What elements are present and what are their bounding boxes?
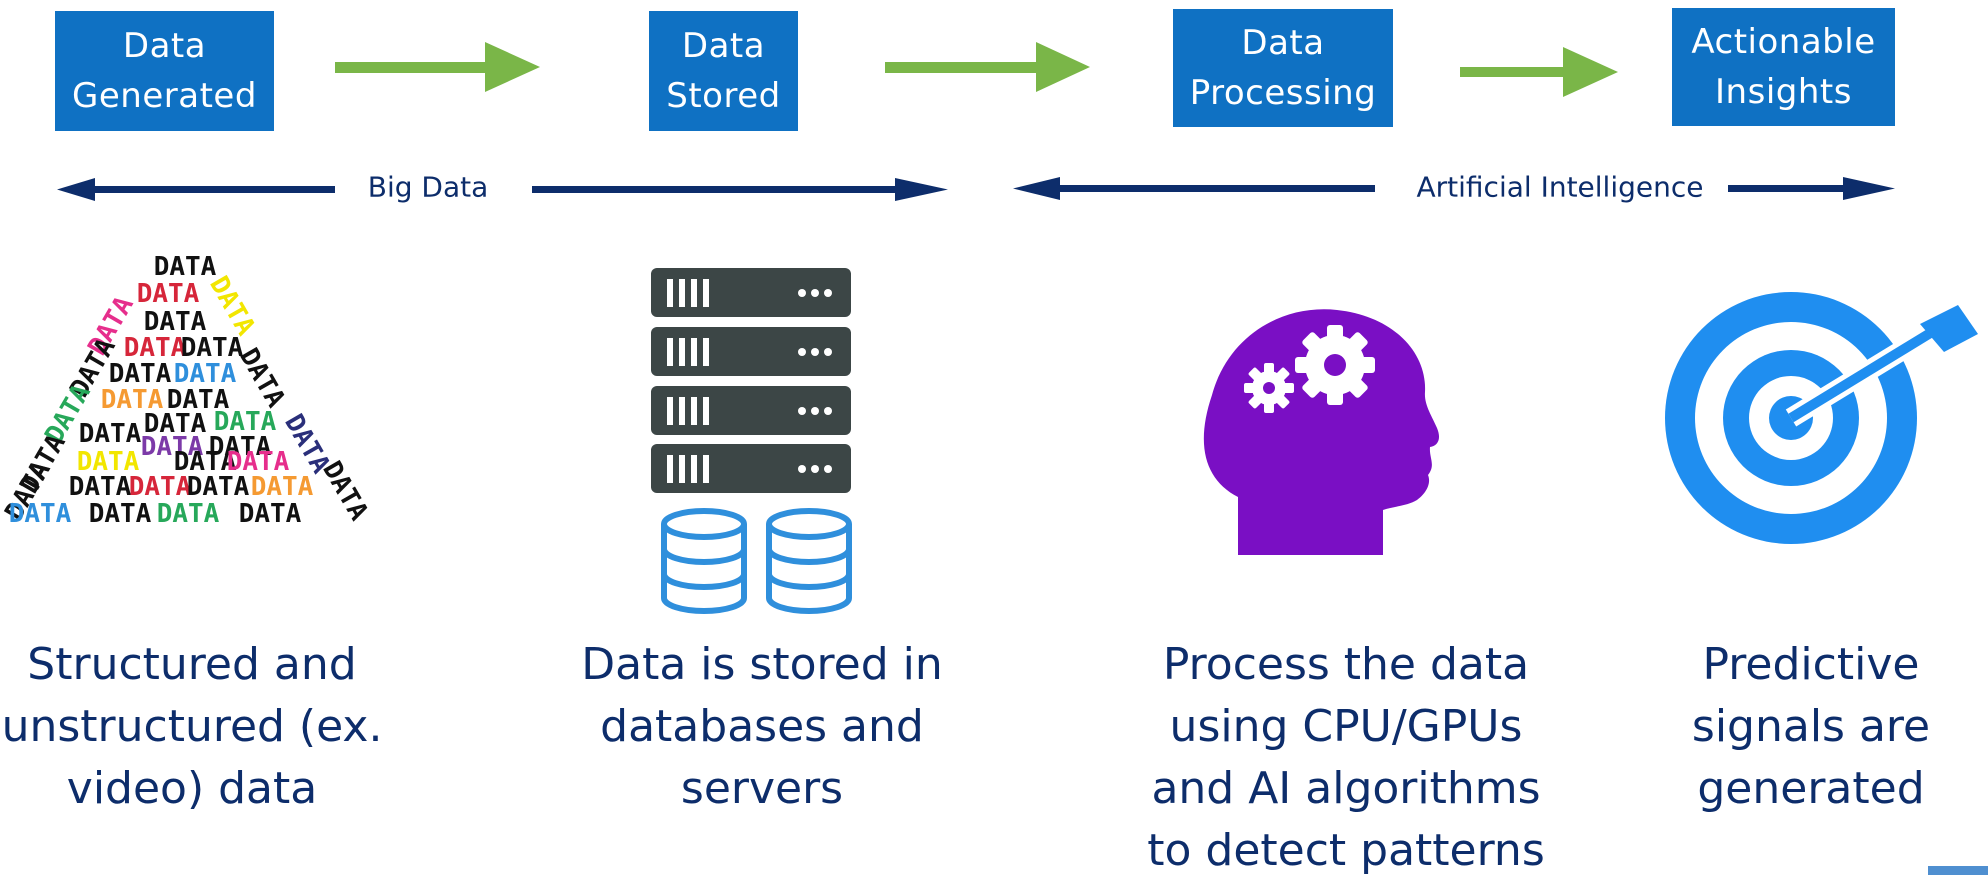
flow-arrow [885, 42, 1090, 92]
bracket-arrow-artificial-intelligence [1013, 177, 1895, 200]
data-word: DATA [316, 456, 373, 526]
stage-label-line1: Data [122, 26, 207, 66]
caption-data-generated: Structured and unstructured (ex. video) … [2, 634, 383, 820]
caption-line: video) data [66, 763, 318, 814]
caption-line: unstructured (ex. [1, 701, 383, 752]
label-artificial-intelligence: Artificial Intelligence [1416, 170, 1704, 204]
data-word: DATA [141, 432, 204, 462]
stage-label-line2: Stored [666, 76, 781, 116]
data-word: DATA [167, 385, 230, 415]
data-word: DATA [157, 499, 220, 529]
head-gears-icon [1203, 309, 1440, 555]
caption-data-processing: Process the data using CPU/GPUs and AI a… [1147, 634, 1545, 882]
stage-label-line2: Processing [1189, 73, 1377, 113]
data-word: DATA [174, 359, 237, 389]
data-word: DATA [239, 499, 302, 529]
data-word: DATA [174, 447, 237, 477]
stage-label-line1: Data [1241, 23, 1325, 63]
flow-arrow [335, 42, 540, 92]
data-word: DATA [109, 359, 172, 389]
caption-line: generated [1697, 763, 1925, 814]
caption-line: using CPU/GPUs [1169, 701, 1523, 752]
caption-line: Predictive [1702, 639, 1920, 690]
target-arrow-icon [1665, 292, 1978, 544]
data-word: DATA [9, 499, 72, 529]
data-word: DATA [137, 279, 200, 309]
data-word: DATA [209, 432, 272, 462]
data-word: DATA [227, 447, 290, 477]
caption-line: Data is stored in [581, 639, 943, 690]
label-big-data: Big Data [367, 170, 489, 204]
data-word: DATA [144, 409, 207, 439]
stage-label-line1: Data [681, 26, 766, 66]
flow-arrow [1460, 47, 1618, 97]
caption-line: servers [680, 763, 844, 814]
server-database-icon [651, 268, 852, 614]
data-word: DATA [181, 333, 244, 363]
data-word: DATA [203, 271, 260, 341]
data-word: DATA [89, 499, 152, 529]
stage-label-line1: Actionable [1691, 22, 1876, 62]
caption-line: Structured and [27, 639, 357, 690]
caption-line: databases and [600, 701, 924, 752]
data-word: DATA [233, 343, 290, 413]
data-word: DATA [77, 447, 140, 477]
bracket-arrow-big-data [57, 178, 948, 201]
caption-line: to detect patterns [1147, 825, 1545, 876]
stage-label-line2: Generated [72, 76, 257, 116]
data-word: DATA [187, 472, 250, 502]
caption-actionable-insights: Predictive signals are generated [1692, 634, 1930, 820]
data-word: DATA [124, 333, 187, 363]
caption-line: and AI algorithms [1151, 763, 1541, 814]
data-word: DATA [79, 419, 142, 449]
data-word: DATA [69, 472, 132, 502]
data-word: DATA [101, 385, 164, 415]
corner-accent-tab [1928, 866, 1988, 875]
caption-line: signals are [1691, 701, 1931, 752]
data-word: DATA [154, 252, 217, 282]
data-word: DATA [129, 472, 192, 502]
caption-line: Process the data [1162, 639, 1530, 690]
stage-label-line2: Insights [1715, 72, 1852, 112]
data-word: DATA [251, 472, 314, 502]
data-word: DATA [144, 307, 207, 337]
data-word: DATA [214, 407, 277, 437]
caption-data-stored: Data is stored in databases and servers [581, 634, 943, 820]
